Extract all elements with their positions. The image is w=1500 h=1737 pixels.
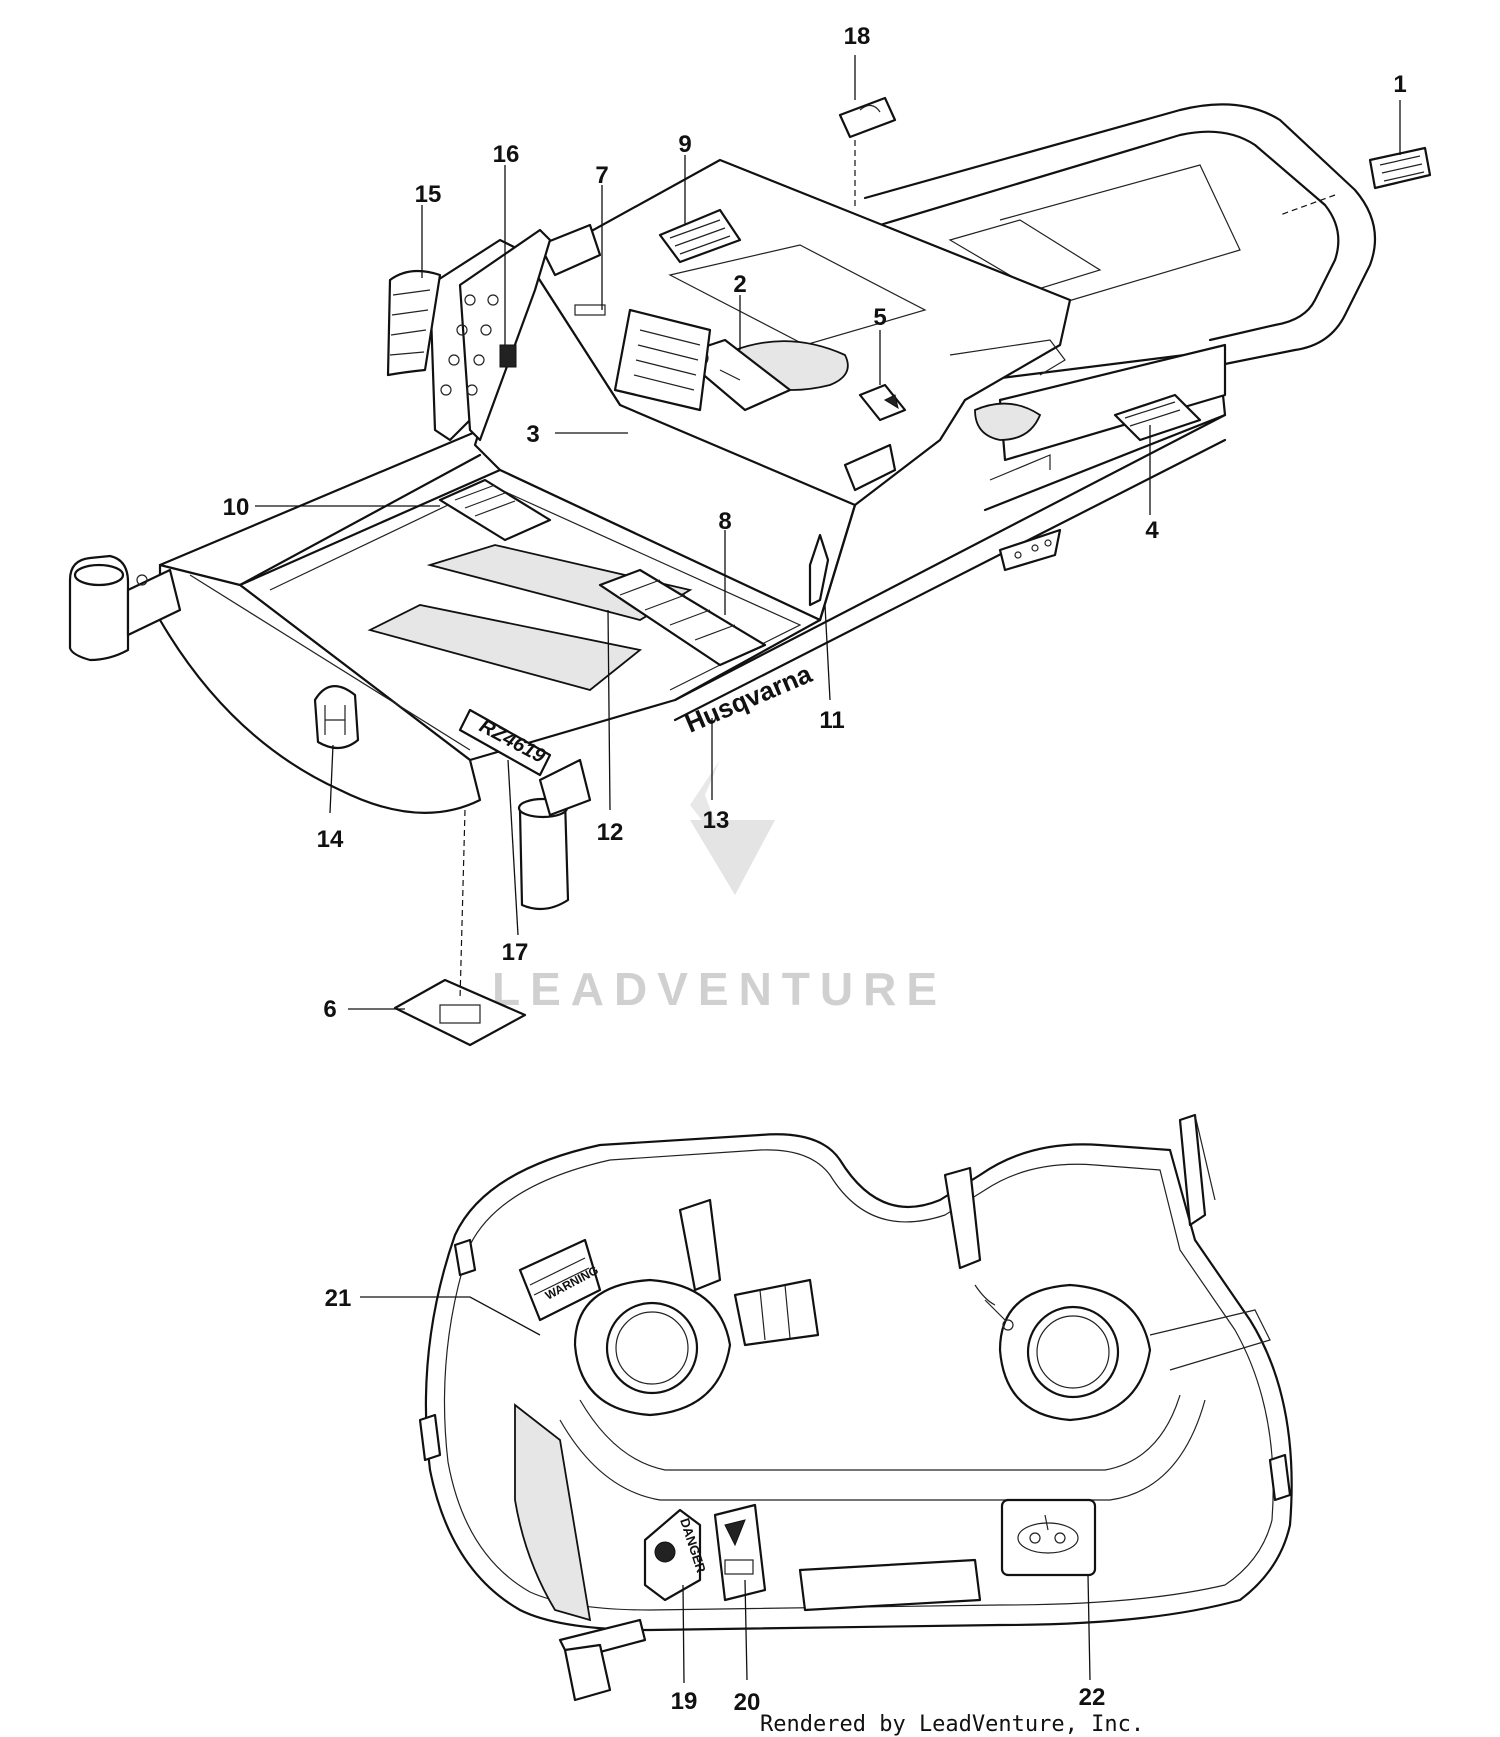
- callout-21: 21: [325, 1285, 352, 1312]
- decal-22: [1000, 1498, 1097, 1577]
- callout-16: 16: [493, 141, 520, 168]
- callout-2: 2: [733, 271, 746, 298]
- decal-10: [438, 478, 552, 542]
- callout-17: 17: [502, 939, 529, 966]
- decal-21: WARNING: [518, 1238, 602, 1322]
- mower-deck: WARNING DANGER: [418, 1113, 1293, 1702]
- decal-19: DANGER: [643, 1508, 709, 1602]
- callout-8: 8: [718, 508, 731, 535]
- watermark: LEADVENTURE: [492, 760, 947, 1015]
- decal-20: [713, 1503, 767, 1602]
- watermark-text: LEADVENTURE: [492, 963, 947, 1015]
- callout-22: 22: [1079, 1684, 1106, 1711]
- callout-6: 6: [323, 996, 336, 1023]
- decal-11: [808, 533, 830, 607]
- footer-credit: Rendered by LeadVenture, Inc.: [760, 1712, 1144, 1737]
- callout-9: 9: [678, 131, 691, 158]
- decal-16: [499, 344, 517, 368]
- callout-7: 7: [595, 162, 608, 189]
- callout-18: 18: [844, 23, 871, 50]
- callout-13: 13: [703, 807, 730, 834]
- callouts: 1 2 3 4 5 6 7 8 9 10 11 12 13 14 15 16 1…: [223, 23, 1407, 1716]
- callout-5: 5: [873, 304, 886, 331]
- callout-11: 11: [819, 707, 844, 734]
- callout-20: 20: [734, 1689, 761, 1716]
- callout-3: 3: [526, 421, 539, 448]
- chassis-frame: Husqvarna RZ4619: [68, 96, 1432, 1047]
- callout-19: 19: [671, 1688, 698, 1715]
- callout-14: 14: [317, 826, 344, 853]
- decal-3: [613, 308, 712, 412]
- callout-10: 10: [223, 494, 250, 521]
- callout-12: 12: [597, 819, 624, 846]
- decal-7: [574, 304, 606, 316]
- decal-1: [1368, 146, 1432, 190]
- decal-9: [658, 208, 742, 264]
- decal-6: [393, 978, 527, 1047]
- husqvarna-logo-decal: [313, 685, 360, 750]
- decal-18: [838, 96, 897, 139]
- decal-8: [598, 568, 767, 667]
- leader-lines: [255, 55, 1401, 1684]
- callout-1: 1: [1393, 71, 1406, 98]
- decal-4: [1113, 393, 1202, 442]
- callout-15: 15: [415, 181, 442, 208]
- callout-4: 4: [1145, 517, 1159, 544]
- decal-5: [858, 383, 907, 422]
